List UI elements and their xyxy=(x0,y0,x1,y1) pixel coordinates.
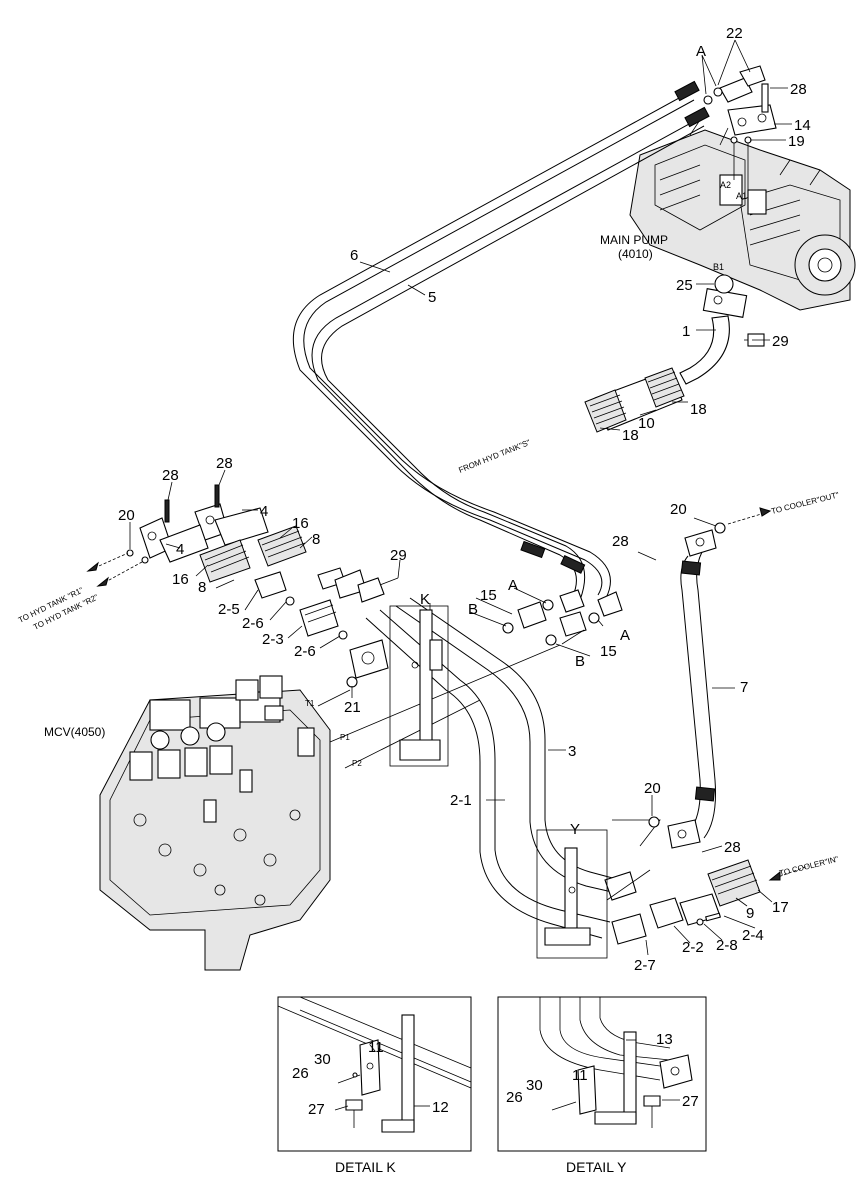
hose-7 xyxy=(648,522,726,849)
callout-20-right-upper: 20 xyxy=(670,501,687,518)
callout-29: 29 xyxy=(772,333,789,350)
main-pump-code: (4010) xyxy=(618,247,653,261)
bracket-y xyxy=(544,847,591,946)
to-cooler-in-label: TO COOLER"IN" xyxy=(778,854,839,877)
return-fittings-left xyxy=(126,484,307,583)
callout-21: 21 xyxy=(344,699,361,716)
mcv-label: MCV(4050) xyxy=(44,725,105,739)
detail-k-callout-27: 27 xyxy=(308,1101,325,1118)
detail-k-marker xyxy=(389,605,449,767)
detail-k-callout-30: 30 xyxy=(314,1051,331,1068)
port-p1-label: P1 xyxy=(340,733,350,742)
cooler-arrows xyxy=(727,507,809,881)
callout-5: 5 xyxy=(428,289,436,306)
to-cooler-out-label: TO COOLER"OUT" xyxy=(770,490,840,516)
callout-6: 6 xyxy=(350,247,358,264)
from-tank-label: FROM HYD TANK"S" xyxy=(457,438,531,475)
callout-19: 19 xyxy=(788,133,805,150)
callout-14: 14 xyxy=(794,117,811,134)
callout-25: 25 xyxy=(676,277,693,294)
callout-28: 28 xyxy=(790,81,807,98)
callout-2-7: 2-7 xyxy=(634,957,656,974)
callout-a-top: A xyxy=(696,43,706,60)
pipe-3-flange xyxy=(604,871,637,901)
callout-16-upper: 16 xyxy=(292,515,309,532)
o-ring-25 xyxy=(714,274,734,294)
main-pump-label: MAIN PUMP xyxy=(600,233,668,247)
callout-2-1: 2-1 xyxy=(450,792,472,809)
callout-1: 1 xyxy=(682,323,690,340)
callout-28-right-upper: 28 xyxy=(612,533,629,550)
cooler-in-fittings xyxy=(649,859,761,929)
callout-2-4: 2-4 xyxy=(742,927,764,944)
callout-2-6-upper: 2-6 xyxy=(242,615,264,632)
callout-20-right-lower: 20 xyxy=(644,780,661,797)
port-a1-label: A1 xyxy=(736,191,747,201)
port-b1-label: B1 xyxy=(713,262,724,272)
callout-15-left: 15 xyxy=(480,587,497,604)
callout-b-upper: B xyxy=(468,601,478,618)
callout-28-left-1: 28 xyxy=(162,467,179,484)
callouts: 22 28 14 19 A 6 5 25 1 29 18 10 18 28 28… xyxy=(118,25,811,1118)
detail-k-callout-12: 12 xyxy=(432,1099,449,1116)
detail-y-title: DETAIL Y xyxy=(566,1159,627,1175)
adapters-mid xyxy=(254,567,399,688)
detail-y-callout-11: 11 xyxy=(572,1067,588,1084)
callout-2-3: 2-3 xyxy=(262,631,284,648)
detail-y-box xyxy=(497,996,707,1152)
callout-4-upper: 4 xyxy=(260,503,268,520)
callout-8-upper: 8 xyxy=(312,531,320,548)
callout-16-lower: 16 xyxy=(172,571,189,588)
callout-22: 22 xyxy=(726,25,743,42)
mcv-valve xyxy=(99,675,331,971)
leader-lines xyxy=(129,39,792,1111)
detail-k-callout-26: 26 xyxy=(292,1065,309,1082)
port-p2-label: P2 xyxy=(352,759,362,768)
pipe-2-1 xyxy=(365,609,611,939)
suction-pipe-1 xyxy=(679,288,765,385)
callout-9: 9 xyxy=(746,905,754,922)
detail-y-marker xyxy=(536,829,608,959)
callout-7: 7 xyxy=(740,679,748,696)
detail-y-callout-27: 27 xyxy=(682,1093,699,1110)
callout-2-6-lower: 2-6 xyxy=(294,643,316,660)
pump-outlet-fittings xyxy=(703,65,777,190)
callout-a-lower: A xyxy=(620,627,630,644)
callout-2-8: 2-8 xyxy=(716,937,738,954)
detail-k-title: DETAIL K xyxy=(335,1159,396,1175)
port-a2-label: A2 xyxy=(720,180,731,190)
callout-28-left-2: 28 xyxy=(216,455,233,472)
to-tank-arrows xyxy=(86,552,143,587)
callout-17: 17 xyxy=(772,899,789,916)
callout-8-lower: 8 xyxy=(198,579,206,596)
callout-18-lower: 18 xyxy=(622,427,639,444)
suction-hose-10 xyxy=(584,367,685,433)
pipe-2-1-flange xyxy=(611,913,647,945)
callout-2-5: 2-5 xyxy=(218,601,240,618)
callout-3: 3 xyxy=(568,743,576,760)
bracket-k xyxy=(399,609,443,761)
detail-y-callout-30: 30 xyxy=(526,1077,543,1094)
detail-k-callout-11: 11 xyxy=(368,1039,384,1056)
callout-10: 10 xyxy=(638,415,655,432)
detail-k-box xyxy=(277,996,472,1152)
callout-15-right: 15 xyxy=(600,643,617,660)
fittings-15 xyxy=(502,589,623,646)
detail-y-callout-26: 26 xyxy=(506,1089,523,1106)
callout-29-mid: 29 xyxy=(390,547,407,564)
callout-b-lower: B xyxy=(575,653,585,670)
callout-4-lower: 4 xyxy=(176,541,184,558)
callout-18-upper: 18 xyxy=(690,401,707,418)
callout-2-2: 2-2 xyxy=(682,939,704,956)
callout-k: K xyxy=(420,591,430,608)
callout-20-left: 20 xyxy=(118,507,135,524)
main-pump xyxy=(629,119,856,311)
port-t1-label: T1 xyxy=(305,699,315,708)
detail-y-callout-13: 13 xyxy=(656,1031,673,1048)
callout-a-upper: A xyxy=(508,577,518,594)
hose-5-6 xyxy=(292,80,710,601)
callout-y: Y xyxy=(570,821,580,838)
callout-28-right-lower: 28 xyxy=(724,839,741,856)
